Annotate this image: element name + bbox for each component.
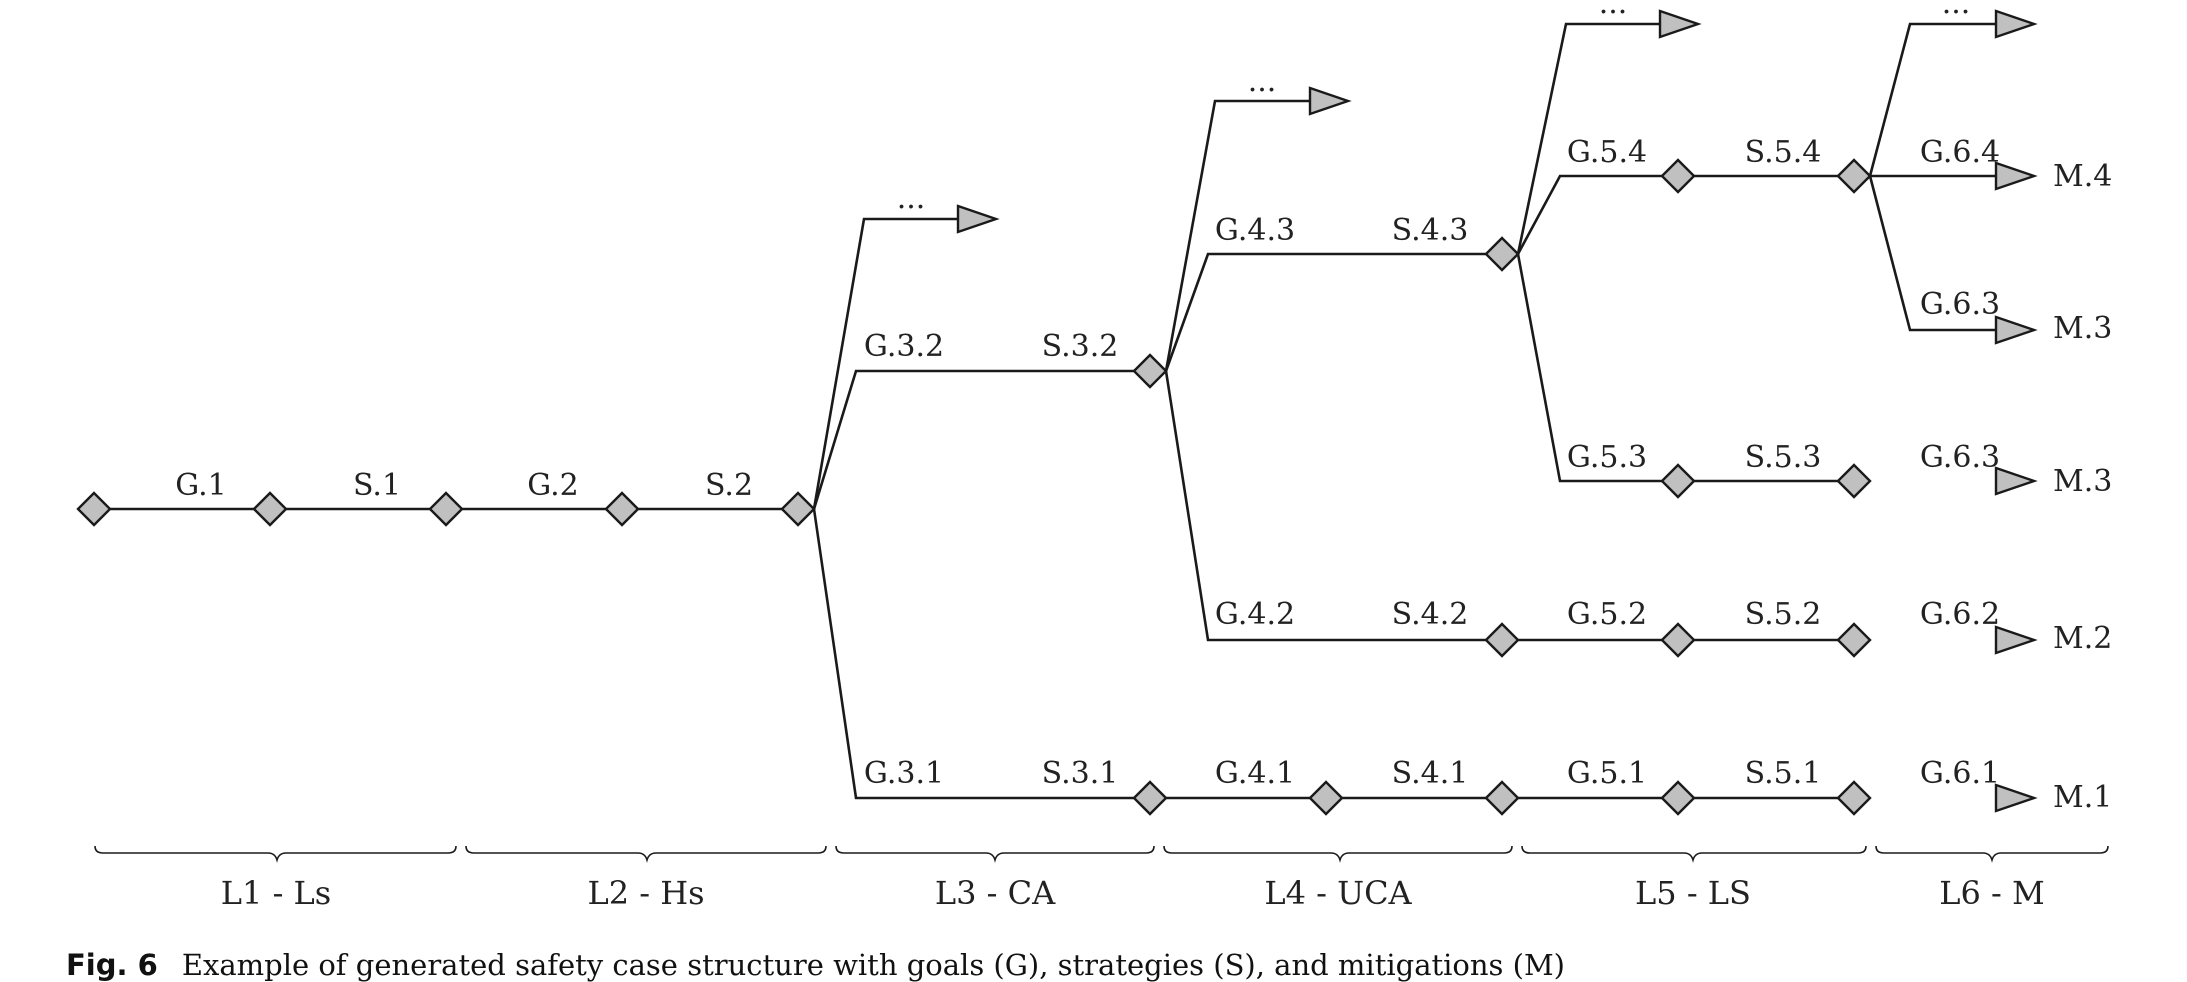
level-label-l4: L4 - UCA (1264, 874, 1412, 912)
goal-label-g6-4: G.6.4 (1920, 135, 2000, 170)
figure-caption-text: Example of generated safety case structu… (181, 948, 1565, 982)
goal-label-g5-1: G.5.1 (1567, 756, 1647, 791)
mitigation-label-m4: M.4 (2053, 159, 2112, 194)
level-label-l5: L5 - LS (1635, 874, 1751, 912)
strategy-label-s2: S.2 (705, 468, 753, 503)
tree-edges (94, 22, 2030, 800)
edge-branch-5-4 (1516, 174, 1854, 255)
node-diamond (1836, 463, 1872, 499)
goal-label-g4-3: G.4.3 (1215, 213, 1295, 248)
node-diamond (76, 491, 112, 527)
edge-branch-ellipsis-2 (1164, 99, 1312, 372)
strategy-label-s4-1: S.4.1 (1392, 756, 1469, 791)
node-diamond (1484, 236, 1520, 272)
mitigation-label-m2: M.2 (2053, 621, 2112, 656)
level-label-l2: L2 - Hs (587, 874, 704, 912)
node-diamond (1660, 463, 1696, 499)
tree-arrowheads (956, 9, 2038, 813)
figure-caption: Fig. 6 Example of generated safety case s… (66, 948, 1565, 982)
node-diamond (1660, 780, 1696, 816)
goal-label-g4-2: G.4.2 (1215, 597, 1295, 632)
node-diamond (1484, 622, 1520, 658)
mitigation-label-m1: M.1 (2053, 780, 2112, 815)
node-diamond (1132, 780, 1168, 816)
strategy-label-s5-2: S.5.2 (1745, 597, 1822, 632)
strategy-label-s5-3: S.5.3 (1745, 440, 1822, 475)
arrowhead-ellipsis (1658, 9, 1702, 39)
edge-branch-4-2 (1164, 370, 1854, 642)
node-diamond (1836, 780, 1872, 816)
edge-branch-5-3 (1516, 253, 1854, 483)
node-diamond (252, 491, 288, 527)
node-diamond (604, 491, 640, 527)
arrowhead-m2 (1994, 625, 2038, 655)
level-label-l3: L3 - CA (935, 874, 1056, 912)
arrowhead-ellipsis (1308, 86, 1352, 116)
mitigation-label-m3: M.3 (2053, 464, 2112, 499)
level-brace-l5 (1521, 845, 1867, 863)
edge-branch-ellipsis-4 (1868, 22, 2030, 177)
level-label-l6: L6 - M (1939, 874, 2045, 912)
level-brace-l1 (94, 845, 457, 863)
goal-label-g3-2: G.3.2 (864, 329, 944, 364)
goal-label-g6-3: G.6.3 (1920, 440, 2000, 475)
strategy-label-s1: S.1 (353, 468, 401, 503)
goal-label-g1: G.1 (175, 468, 227, 503)
strategy-label-s5-4: S.5.4 (1745, 135, 1822, 170)
node-diamond (1308, 780, 1344, 816)
ellipsis-label: ... (1942, 0, 1971, 21)
figure-number: Fig. 6 (66, 948, 158, 982)
edge-branch-ellipsis-1 (812, 217, 960, 510)
strategy-label-s3-2: S.3.2 (1042, 329, 1119, 364)
arrowhead-m3 (1994, 466, 2038, 496)
strategy-label-s5-1: S.5.1 (1745, 756, 1822, 791)
node-diamond (780, 491, 816, 527)
node-diamond (1484, 780, 1520, 816)
goal-label-g2: G.2 (527, 468, 579, 503)
edge-branch-3-2 (812, 369, 1150, 510)
level-brace-l3 (835, 845, 1155, 863)
goal-label-g5-4: G.5.4 (1567, 135, 1647, 170)
node-diamond (1132, 353, 1168, 389)
goal-label-g6-1: G.6.1 (1920, 756, 2000, 791)
strategy-label-s3-1: S.3.1 (1042, 756, 1119, 791)
arrowhead-m4 (1994, 161, 2038, 191)
goal-label-g4-1: G.4.1 (1215, 756, 1295, 791)
goal-label-g3-1: G.3.1 (864, 756, 944, 791)
arrowhead-m3-upper (1994, 315, 2038, 345)
arrowhead-m1 (1994, 783, 2038, 813)
mitigation-label-m3-upper: M.3 (2053, 311, 2112, 346)
arrowhead-ellipsis (1994, 9, 2038, 39)
strategy-label-s4-3: S.4.3 (1392, 213, 1469, 248)
edge-branch-ellipsis-3 (1516, 22, 1662, 255)
edge-branch-4-3 (1164, 252, 1502, 372)
edge-branch-6-3-upper (1868, 175, 2030, 332)
goal-label-g6-3-upper: G.6.3 (1920, 287, 2000, 322)
goal-label-g5-2: G.5.2 (1567, 597, 1647, 632)
level-brace-l2 (465, 845, 827, 863)
ellipsis-label: ... (1248, 64, 1277, 99)
node-diamond (428, 491, 464, 527)
edge-branch-3-1 (812, 508, 1854, 800)
ellipsis-label: ... (897, 181, 926, 216)
goal-label-g5-3: G.5.3 (1567, 440, 1647, 475)
arrowhead-ellipsis (956, 204, 1000, 234)
level-label-l1: L1 - Ls (221, 874, 331, 912)
level-braces (94, 845, 2109, 863)
strategy-label-s4-2: S.4.2 (1392, 597, 1469, 632)
ellipsis-label: ... (1599, 0, 1628, 21)
node-diamond (1660, 158, 1696, 194)
goal-label-g6-2: G.6.2 (1920, 597, 2000, 632)
node-diamond (1836, 158, 1872, 194)
node-diamond (1660, 622, 1696, 658)
node-diamond (1836, 622, 1872, 658)
level-brace-l6 (1875, 845, 2109, 863)
level-brace-l4 (1163, 845, 1513, 863)
tree-nodes (76, 158, 1872, 816)
